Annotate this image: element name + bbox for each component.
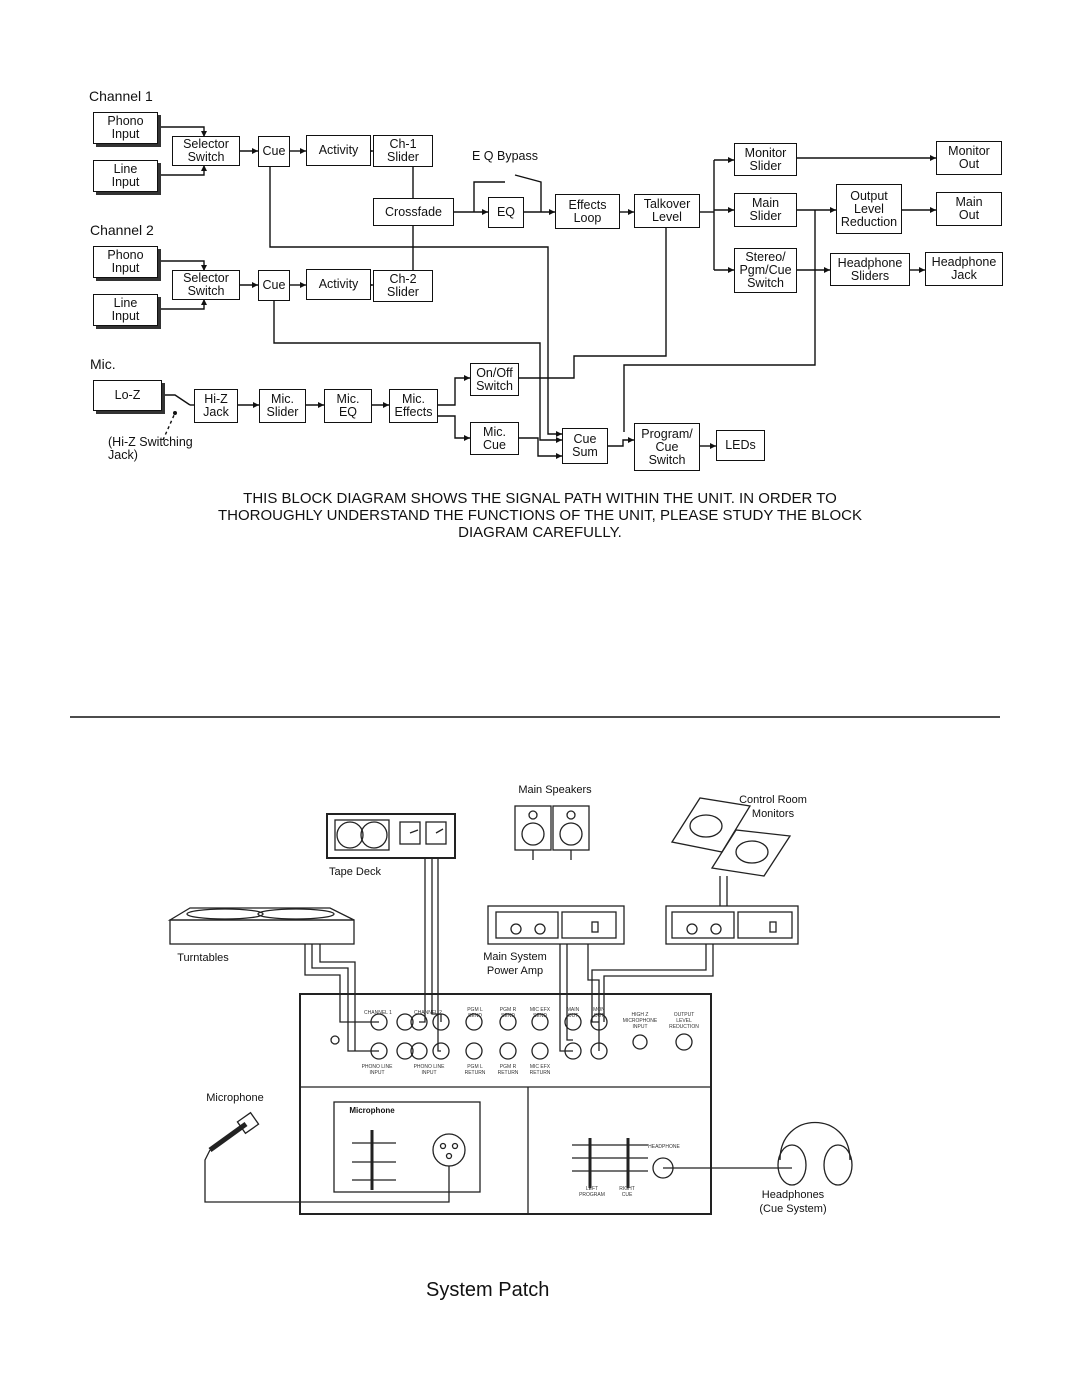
eq-bypass-label: E Q Bypass <box>472 149 538 163</box>
microphone-label: Microphone <box>206 1092 264 1104</box>
panel-label-pgm-r-return: PGM R RETURN <box>497 1064 519 1076</box>
channel1-label: Channel 1 <box>89 88 153 104</box>
crossfade-block: Crossfade <box>373 198 454 226</box>
monitor-slider-block: Monitor Slider <box>734 143 797 176</box>
ch2-cue-block: Cue <box>258 270 290 301</box>
ch2-activity-block: Activity <box>306 269 371 300</box>
panel-label-phono-line-1: PHONO LINE INPUT <box>361 1064 393 1076</box>
ch2-selector-switch-block: Selector Switch <box>172 270 240 300</box>
panel-label-headphone: HEADPHONE <box>648 1144 680 1150</box>
main-out-block: Main Out <box>936 192 1002 226</box>
ch1-selector-switch-block: Selector Switch <box>172 136 240 166</box>
headphone-jack-block: Headphone Jack <box>925 252 1003 286</box>
patch-drawing <box>167 797 853 1215</box>
power-amp-label: Main System Power Amp <box>483 951 547 977</box>
mic-label: Mic. <box>90 356 116 372</box>
panel-label-mon-out: MON OUT <box>593 1007 605 1019</box>
lo-z-block: Lo-Z <box>93 380 162 411</box>
mic-panel-label: Microphone <box>349 1106 395 1115</box>
panel-label-output-level: OUTPUT LEVEL REDUCTION <box>669 1012 699 1030</box>
control-room-monitors-label: Control Room Monitors <box>739 794 807 820</box>
ch1-line-input-block: Line Input <box>93 160 158 192</box>
panel-label-main-out: MAIN OUT <box>566 1007 580 1019</box>
ch2-slider-block: Ch-2 Slider <box>373 270 433 302</box>
hi-z-jack-block: Hi-Z Jack <box>194 389 238 423</box>
mic-slider-block: Mic. Slider <box>259 389 306 423</box>
panel-label-channel1: CHANNEL 1 <box>364 1010 392 1016</box>
monitor-out-block: Monitor Out <box>936 141 1002 175</box>
panel-label-pgm-l-send: PGM L SEND <box>467 1007 483 1019</box>
program-cue-switch-block: Program/ Cue Switch <box>634 423 700 471</box>
panel-label-right-cue: RIGHT CUE <box>619 1186 635 1198</box>
block-diagram-caption: THIS BLOCK DIAGRAM SHOWS THE SIGNAL PATH… <box>218 490 862 541</box>
stereo-pgm-cue-switch-block: Stereo/ Pgm/Cue Switch <box>734 248 797 293</box>
ch1-activity-block: Activity <box>306 135 371 166</box>
mic-effects-block: Mic. Effects <box>389 389 438 423</box>
system-patch-title: System Patch <box>426 1279 550 1301</box>
patch-cables <box>204 850 792 1203</box>
main-speakers-label: Main Speakers <box>518 784 592 796</box>
turntables-label: Turntables <box>177 952 229 964</box>
talkover-level-block: Talkover Level <box>634 194 700 228</box>
eq-block: EQ <box>488 197 524 228</box>
panel-label-left-program: LEFT PROGRAM <box>579 1186 605 1198</box>
panel-label-pgm-r-send: PGM R SEND <box>499 1007 517 1019</box>
panel-label-phono-line-2: PHONO LINE INPUT <box>413 1064 445 1076</box>
panel-label-high-z: HIGH Z MICROPHONE INPUT <box>622 1012 658 1030</box>
hiz-switching-label: (Hi-Z Switching Jack) <box>108 435 193 462</box>
panel-label-pgm-l-return: PGM L RETURN <box>464 1064 486 1076</box>
main-slider-block: Main Slider <box>734 193 797 227</box>
cue-sum-block: Cue Sum <box>562 428 608 464</box>
panel-label-mic-efx-send: MIC EFX SEND <box>529 1007 551 1019</box>
ch2-phono-input-block: Phono Input <box>93 246 158 278</box>
headphone-sliders-block: Headphone Sliders <box>830 253 910 286</box>
ch1-cue-block: Cue <box>258 136 290 167</box>
headphones-label: Headphones (Cue System) <box>759 1189 827 1215</box>
output-level-reduction-block: Output Level Reduction <box>836 184 902 234</box>
ch1-slider-block: Ch-1 Slider <box>373 135 433 167</box>
leds-block: LEDs <box>716 430 765 461</box>
ch2-line-input-block: Line Input <box>93 294 158 326</box>
tape-deck-label: Tape Deck <box>329 866 381 878</box>
ch1-phono-input-block: Phono Input <box>93 112 158 144</box>
panel-label-mic-efx-return: MIC EFX RETURN <box>529 1064 551 1076</box>
on-off-switch-block: On/Off Switch <box>470 363 519 396</box>
effects-loop-block: Effects Loop <box>555 194 620 229</box>
mic-eq-block: Mic. EQ <box>324 389 372 423</box>
panel-label-channel2: CHANNEL 2 <box>414 1010 442 1016</box>
mic-cue-block: Mic. Cue <box>470 422 519 455</box>
channel2-label: Channel 2 <box>90 222 154 238</box>
